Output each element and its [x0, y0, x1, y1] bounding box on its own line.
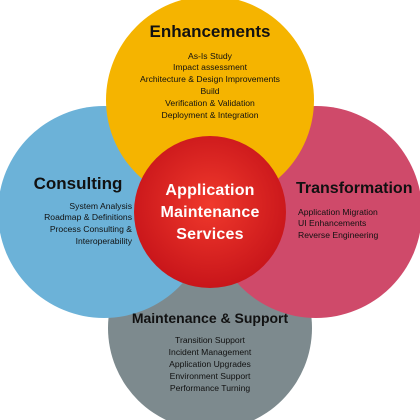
list-item: Architecture & Design Improvements: [140, 74, 280, 85]
list-item: Verification & Validation: [165, 97, 255, 108]
list-item: Interoperability: [75, 236, 132, 247]
list-item: System Analysis: [69, 200, 132, 211]
center-label: Application Maintenance Services: [140, 180, 280, 246]
list-item: Application Upgrades: [169, 358, 251, 369]
list-item: Application Migration: [298, 206, 378, 217]
enhancements-title: Enhancements: [149, 22, 271, 41]
list-item: Reverse Engineering: [298, 230, 379, 241]
list-item: UI Enhancements: [298, 218, 367, 229]
transformation-list: Application Migration UI Enhancements Re…: [298, 207, 416, 242]
list-item: Deployment & Integration: [161, 109, 259, 120]
center-line: Maintenance: [160, 204, 260, 221]
consulting-list: System Analysis Roadmap & Definitions Pr…: [16, 201, 132, 248]
center-circle: [134, 136, 286, 288]
maintenance-block: Maintenance & Support Transition Support…: [120, 310, 300, 394]
list-item: As-Is Study: [188, 50, 232, 61]
center-line: Services: [176, 226, 244, 243]
list-item: Roadmap & Definitions: [44, 212, 132, 223]
list-item: Impact assessment: [172, 62, 248, 73]
enhancements-list: As-Is Study Impact assessment Architectu…: [110, 51, 310, 122]
list-item: Incident Management: [168, 347, 252, 358]
list-item: Environment Support: [169, 370, 251, 381]
list-item: Build: [200, 86, 220, 97]
maintenance-list: Transition Support Incident Management A…: [120, 335, 300, 394]
list-item: Process Consulting &: [49, 224, 132, 235]
list-item: Performance Turning: [169, 382, 251, 393]
transformation-block: Transformation Application Migration UI …: [296, 180, 416, 242]
transformation-title: Transformation: [296, 180, 413, 197]
list-item: Transition Support: [175, 335, 245, 346]
enhancements-circle: [106, 0, 314, 204]
consulting-title: Consulting: [33, 174, 123, 193]
consulting-block: Consulting System Analysis Roadmap & Def…: [16, 174, 132, 248]
maintenance-title: Maintenance & Support: [131, 310, 289, 326]
enhancements-block: Enhancements As-Is Study Impact assessme…: [110, 22, 310, 122]
center-line: Application: [165, 182, 255, 199]
